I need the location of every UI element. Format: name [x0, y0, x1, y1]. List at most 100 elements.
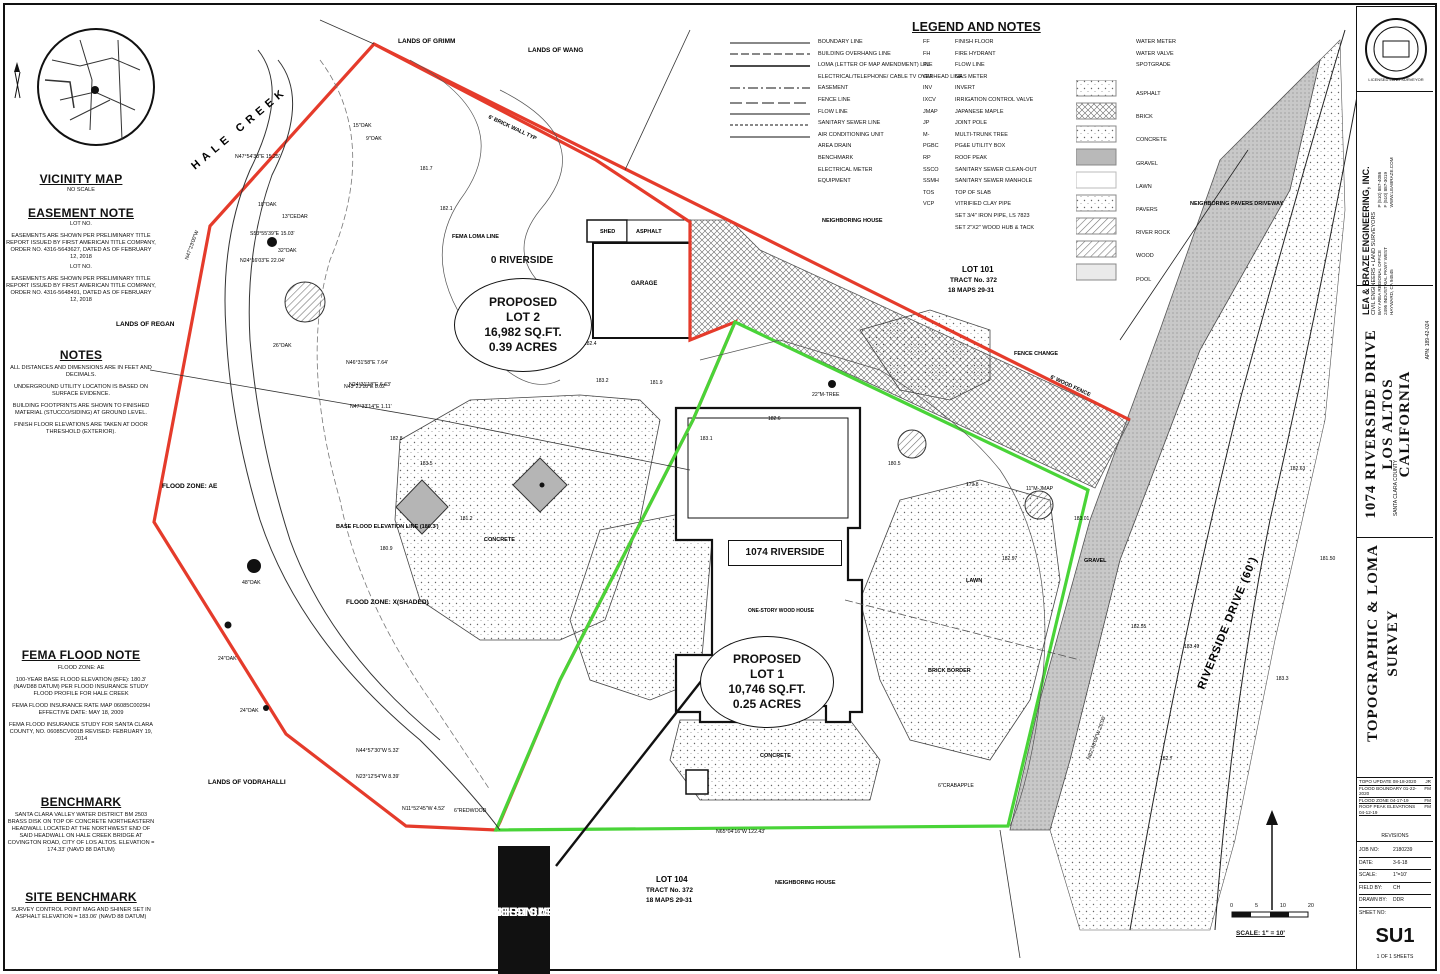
- legend-abbrev-code: RP: [923, 154, 931, 161]
- legend-abbrev-code: JP: [923, 120, 930, 127]
- easement-text-1: EASEMENTS ARE SHOWN PER PRELIMINARY TITL…: [6, 232, 156, 260]
- legend-line-item: SANITARY SEWER LINE: [818, 120, 881, 127]
- elevation-label: 182.63: [1290, 466, 1306, 472]
- site-benchmark-text: SURVEY CONTROL POINT MAG AND SHINER SET …: [11, 907, 151, 920]
- tree-label: 24"OAK: [218, 656, 237, 662]
- legend-abbrev-item: JOINT POLE: [955, 120, 987, 127]
- easement-note: EASEMENT NOTE LOT NO. EASEMENTS ARE SHOW…: [6, 206, 156, 309]
- bearing-label: N47°54'38"E 15.25': [235, 154, 280, 160]
- easement-ref-1: LOT NO.: [70, 221, 92, 227]
- firm-block: LEA & BRAZE ENGINEERING, INC. CIVIL ENGI…: [1361, 105, 1431, 315]
- fema-4: FEMA FLOOD INSURANCE STUDY FOR SANTA CLA…: [8, 721, 153, 742]
- project-state: CALIFORNIA: [1397, 370, 1413, 478]
- elevation-label: 183.3: [1276, 676, 1289, 682]
- demolished-line3: DEMOLISHED: [484, 904, 564, 917]
- legend-abbrev-code: M-: [923, 131, 930, 138]
- neighboring-house-top: NEIGHBORING HOUSE: [822, 218, 883, 224]
- elevation-label: 183.2: [596, 378, 609, 384]
- legend-abbrev-code: FL: [923, 62, 930, 69]
- note-4: FINISH FLOOR ELEVATIONS ARE TAKEN AT DOO…: [14, 421, 148, 435]
- bearing-label: N47°23'00"W: [184, 230, 200, 261]
- shed-label: SHED: [600, 229, 615, 235]
- firm-name: LEA & BRAZE ENGINEERING, INC.: [1361, 166, 1371, 315]
- lot1-callout: PROPOSED LOT 1 10,746 SQ.FT. 0.25 ACRES: [700, 636, 834, 728]
- elevation-label: 183.5: [420, 461, 433, 467]
- fema-loma-label: FEMA LOMA LINE: [452, 234, 499, 240]
- bearing-label: N11°52'45"W 4.52': [402, 806, 445, 812]
- lands-wang-label: LANDS OF WANG: [528, 47, 583, 54]
- lot1-line1: PROPOSED: [732, 652, 801, 666]
- lot1-title-text: 1074 RIVERSIDE: [745, 547, 825, 558]
- garage-structure: [592, 242, 691, 339]
- lands-vodrahalli-label: LANDS OF VODRAHALLI: [208, 779, 286, 786]
- legend-abbrev-code: PGBC: [923, 143, 939, 150]
- note-3: BUILDING FOOTPRINTS ARE SHOWN TO FINISHE…: [12, 402, 150, 416]
- lot2-line4: 0.39 ACRES: [488, 340, 558, 354]
- elevation-label: 182.55: [1131, 624, 1147, 630]
- legend-abbrev-code: INV: [923, 85, 933, 92]
- vicinity-map-title: VICINITY MAP NO SCALE: [6, 172, 156, 199]
- lot104-label: LOT 104: [656, 875, 688, 884]
- brick-wall-label: 6' BRICK WALL TYP: [487, 114, 537, 142]
- bearing-label: N47°33'14"E 1.11': [350, 404, 392, 410]
- fema-heading: FEMA FLOOD NOTE: [21, 648, 141, 662]
- legend-title: LEGEND AND NOTES: [912, 20, 1041, 34]
- date-value: 3-6-18: [1393, 859, 1408, 866]
- legend-abbrev-item: ROOF PEAK: [955, 154, 988, 161]
- tree-label: 6"CRABAPPLE: [938, 783, 974, 789]
- legend-abbrev-code: JMAP: [923, 108, 938, 115]
- tree-markers: [224, 237, 1054, 711]
- sheet-border: [3, 3, 1437, 971]
- elevation-label: 182.6: [768, 416, 781, 422]
- legend-abbrev-item: SANITARY SEWER CLEAN-OUT: [955, 166, 1037, 173]
- demolished-arrow: [555, 651, 725, 867]
- concrete-label-1: CONCRETE: [484, 537, 515, 543]
- bearing-label: N24°16'03"E 22.04': [240, 258, 285, 264]
- scale-tick: 0: [1230, 903, 1234, 909]
- firm-address-line: WWW.LEABRAZE.COM: [1389, 157, 1394, 208]
- bearing-label: S53°55'39"E 15.03': [250, 231, 295, 237]
- revision-by: FM: [1424, 804, 1431, 809]
- revision-by: FM: [1424, 797, 1431, 803]
- benchmark-heading: BENCHMARK: [40, 795, 122, 809]
- revision-by: JR: [1425, 779, 1431, 784]
- maps-top-label: 18 MAPS 29-31: [948, 287, 995, 294]
- tree-labels: 18"OAK32"OAK13"CEDAR26"OAK48"OAK24"OAK24…: [218, 123, 1054, 814]
- scale-tick: 20: [1307, 903, 1314, 909]
- field-label: FIELD BY:: [1359, 884, 1383, 891]
- tree-label: 22"M-TREE: [812, 392, 840, 398]
- graphic-scale-label: SCALE: 1" = 10': [1236, 930, 1285, 937]
- bearing-label: N44°57'30"W 5.32': [356, 748, 399, 754]
- legend-line-item: AREA DRAIN: [818, 143, 852, 150]
- legend-line-item: ELECTRICAL METER: [818, 166, 873, 173]
- drawn-label: DRAWN BY:: [1359, 897, 1387, 903]
- elevation-label: 182.97: [1002, 556, 1018, 562]
- fema-1: FLOOD ZONE: AE: [57, 665, 105, 671]
- elevation-label: 182.1: [440, 206, 453, 212]
- legend-line-item: FENCE LINE: [818, 96, 851, 103]
- lot2-title-text: 0 RIVERSIDE: [490, 255, 554, 266]
- date-label: DATE:: [1359, 859, 1374, 866]
- sheet-label: SHEET NO:: [1359, 909, 1386, 916]
- elevation-label: 183.01: [1074, 516, 1090, 522]
- legend-util-item: SPOTGRADE: [1136, 62, 1171, 69]
- legend-abbrev-code: IXCV: [923, 96, 936, 103]
- lot1-line3: 10,746 SQ.FT.: [728, 682, 806, 696]
- job-no-label: JOB NO:: [1359, 847, 1380, 853]
- lot2-callout: PROPOSED LOT 2 16,982 SQ.FT. 0.39 ACRES: [454, 278, 592, 372]
- legend-abbrev-item: SET 3/4" IRON PIPE, LS 7823: [955, 212, 1030, 219]
- legend-abbrev-item: VITRIFIED CLAY PIPE: [955, 201, 1012, 208]
- lands-grimm-label: LANDS OF GRIMM: [398, 38, 455, 45]
- legend-hatch-item: ASPHALT: [1136, 91, 1161, 97]
- legend-line-item: BUILDING OVERHANG LINE: [818, 50, 891, 57]
- flood-x-label: FLOOD ZONE: X(SHADED): [346, 599, 429, 606]
- bearing-label: N23°12'54"W 8.39': [356, 774, 399, 780]
- site-benchmark-note: SITE BENCHMARK SURVEY CONTROL POINT MAG …: [6, 890, 156, 926]
